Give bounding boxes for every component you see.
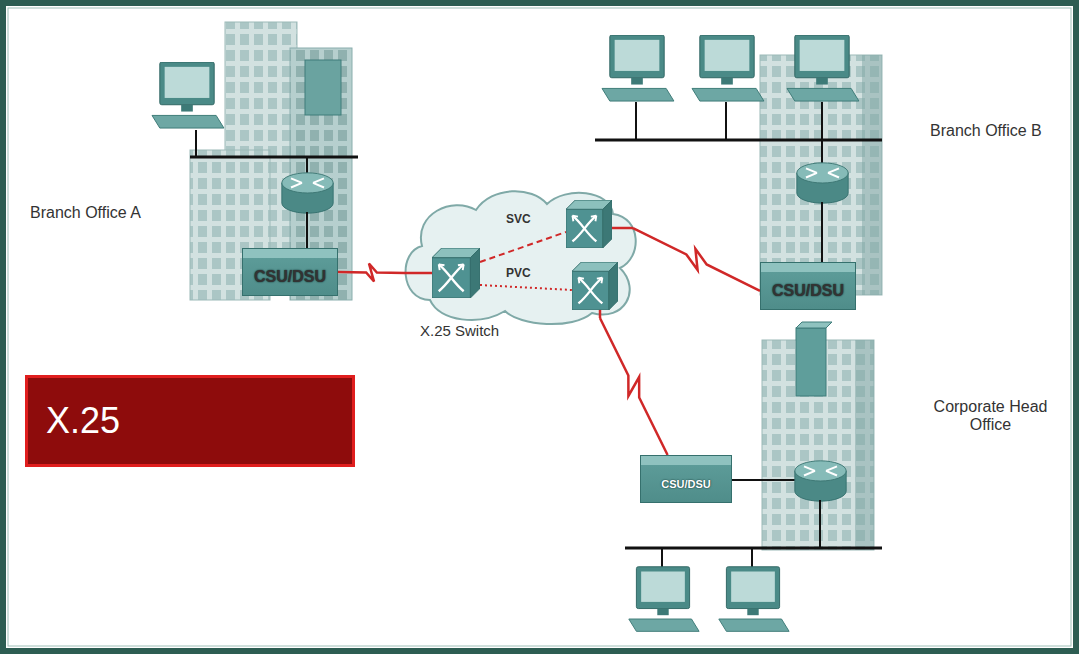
serial-link <box>633 228 760 291</box>
serial-link <box>600 318 668 455</box>
node-label: X.25 Switch <box>420 322 499 339</box>
building-node: Branch Office BCSU/DSU <box>760 55 882 313</box>
node-label: Corporate Head Office <box>928 398 1053 434</box>
csu-dsu-box: CSU/DSU <box>242 248 338 296</box>
switch-cloud: X.25 Switch <box>405 192 633 318</box>
device-label: CSU/DSU <box>661 478 711 490</box>
label-anchor: PVC <box>506 266 531 280</box>
building-node: Branch Office ACSU/DSU <box>190 22 355 302</box>
title-box: X.25 <box>25 375 355 467</box>
node-label: Branch Office A <box>30 204 141 222</box>
device-label: CSU/DSU <box>772 282 844 300</box>
label-anchor: SVC <box>506 212 531 226</box>
node-label: Branch Office B <box>930 122 1042 140</box>
csu-dsu-box: CSU/DSU <box>760 262 856 310</box>
device-label: CSU/DSU <box>254 268 326 286</box>
csu-dsu-box: CSU/DSU <box>640 455 732 503</box>
circuit-label: SVC <box>506 212 531 226</box>
serial-link <box>338 263 405 281</box>
circuit-label: PVC <box>506 266 531 280</box>
building-node: Corporate Head Office <box>762 335 874 550</box>
title-text: X.25 <box>46 400 120 442</box>
